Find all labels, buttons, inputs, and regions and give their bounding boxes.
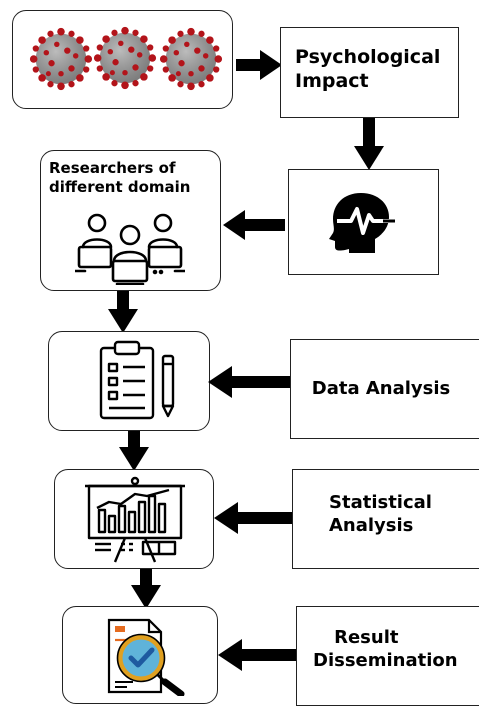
result-dissemination-box: Result Dissemination bbox=[296, 606, 479, 706]
document-magnifier-check-icon bbox=[107, 618, 185, 696]
presentation-board-chart-icon bbox=[85, 476, 185, 563]
chart-presentation-box bbox=[54, 469, 214, 569]
arrow-left bbox=[223, 210, 285, 240]
data-analysis-label: Data Analysis bbox=[311, 377, 451, 399]
label-line-1: Statistical bbox=[329, 492, 432, 513]
label-line-1: Psychological bbox=[295, 46, 441, 68]
result-dissemination-label: Result Dissemination bbox=[313, 627, 458, 672]
researchers-box: Researchers of different domain bbox=[40, 150, 221, 291]
arrow-left bbox=[208, 366, 292, 398]
arrow-down bbox=[354, 118, 384, 170]
label-line-2: Analysis bbox=[329, 514, 414, 536]
researchers-label: Researchers of different domain bbox=[49, 159, 190, 197]
arrow-down bbox=[131, 569, 161, 609]
researchers-at-computers-icon bbox=[75, 213, 185, 285]
data-analysis-box: Data Analysis bbox=[290, 339, 479, 439]
statistical-analysis-label: Statistical Analysis bbox=[329, 492, 432, 537]
arrow-down bbox=[119, 431, 149, 471]
label-line-2: Dissemination bbox=[313, 649, 458, 671]
arrow-left bbox=[218, 639, 298, 671]
arrow-down bbox=[108, 291, 138, 333]
mental-health-box bbox=[288, 169, 439, 275]
virus-box bbox=[12, 10, 233, 109]
psychological-impact-box: Psychological Impact bbox=[280, 27, 459, 118]
data-collection-box bbox=[48, 331, 210, 431]
arrow-left bbox=[214, 502, 292, 534]
psychological-impact-label: Psychological Impact bbox=[295, 46, 440, 94]
statistical-analysis-box: Statistical Analysis bbox=[292, 469, 479, 569]
coronavirus-icon bbox=[29, 26, 223, 91]
label-line-1: Result bbox=[334, 627, 399, 648]
label-line-2: Impact bbox=[295, 69, 369, 92]
label-line-1: Researchers of bbox=[49, 159, 176, 177]
head-pulse-icon bbox=[329, 193, 395, 253]
clipboard-pencil-icon bbox=[99, 340, 175, 420]
arrow-right bbox=[236, 50, 282, 80]
label-line-2: different domain bbox=[49, 177, 191, 196]
report-review-box bbox=[62, 606, 218, 704]
